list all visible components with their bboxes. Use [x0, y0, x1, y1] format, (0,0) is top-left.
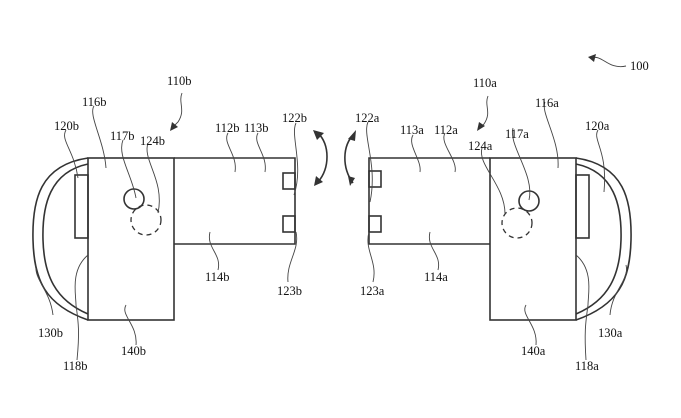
housing-116b: [87, 157, 175, 321]
label-114a: 114a: [424, 270, 448, 284]
label-122b: 122b: [282, 111, 307, 125]
label-118b: 118b: [63, 359, 88, 373]
label-140b: 140b: [121, 344, 146, 358]
stem-114b: [174, 157, 296, 245]
sensor-117a: [518, 190, 540, 212]
label-100: 100: [630, 59, 649, 73]
hidden-component-124b: [130, 204, 162, 236]
label-116b: 116b: [82, 95, 107, 109]
leaders-right: [366, 95, 627, 361]
left-device-110b: [32, 157, 296, 321]
label-123b: 123b: [277, 284, 302, 298]
label-117b: 117b: [110, 129, 135, 143]
connector-123a: [368, 215, 382, 233]
label-112b: 112b: [215, 121, 240, 135]
labels-left: 110b 116b 120b 117b 124b 112b 113b 122b …: [38, 74, 307, 373]
label-118a: 118a: [575, 359, 599, 373]
label-114b: 114b: [205, 270, 230, 284]
label-124b: 124b: [140, 134, 165, 148]
band-outer-130a: [575, 157, 632, 321]
rotation-arrow-left: [313, 130, 328, 186]
stem-114a: [368, 157, 490, 245]
label-113b: 113b: [244, 121, 269, 135]
label-110b: 110b: [167, 74, 192, 88]
band-inner-130b: [42, 163, 89, 315]
label-110a: 110a: [473, 76, 497, 90]
leaders-left: [35, 92, 299, 361]
label-113a: 113a: [400, 123, 424, 137]
connector-122a: [368, 170, 382, 188]
hidden-component-124a: [501, 207, 533, 239]
label-122a: 122a: [355, 111, 380, 125]
label-120b: 120b: [54, 119, 79, 133]
labels-right: 110a 116a 120a 117a 124a 113a 112a 122a …: [355, 76, 623, 373]
label-117a: 117a: [505, 127, 529, 141]
label-123a: 123a: [360, 284, 385, 298]
label-120a: 120a: [585, 119, 610, 133]
assembly-label-100: 100: [588, 54, 649, 73]
band-inner-130a: [575, 163, 622, 315]
clip-slot-120a: [575, 174, 590, 239]
label-140a: 140a: [521, 344, 546, 358]
label-116a: 116a: [535, 96, 559, 110]
clip-slot-120b: [74, 174, 89, 239]
housing-116a: [489, 157, 577, 321]
connector-122b: [282, 172, 296, 190]
band-outer-130b: [32, 157, 89, 321]
label-130b: 130b: [38, 326, 63, 340]
label-112a: 112a: [434, 123, 458, 137]
right-device-110a: [368, 157, 632, 321]
rotation-arrow-right: [344, 130, 356, 186]
label-124a: 124a: [468, 139, 493, 153]
connector-123b: [282, 215, 296, 233]
label-130a: 130a: [598, 326, 623, 340]
